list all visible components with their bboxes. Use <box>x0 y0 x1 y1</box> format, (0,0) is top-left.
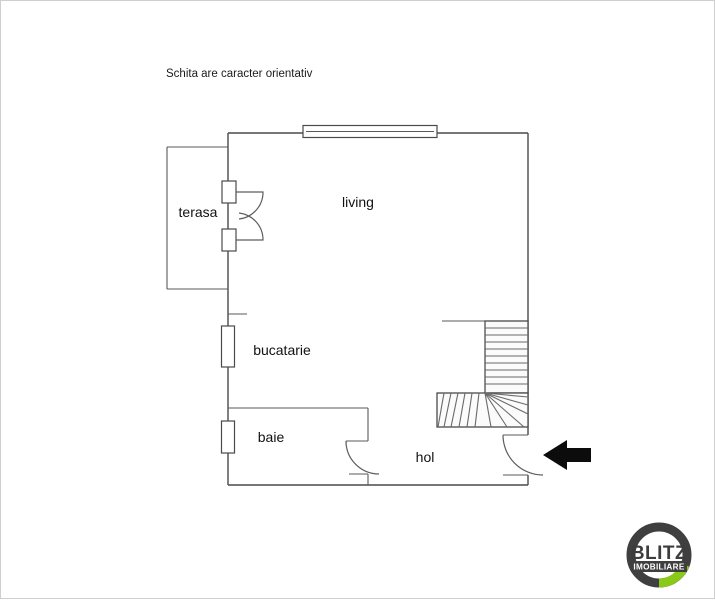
room-label-hol: hol <box>416 449 435 465</box>
entrance-door <box>502 434 544 476</box>
room-label-bucatarie: bucatarie <box>253 342 311 358</box>
logo-subtitle-bar <box>631 561 687 572</box>
plan-note: Schita are caracter orientativ <box>166 68 313 80</box>
room-label-living: living <box>342 194 374 210</box>
staircase <box>436 320 529 428</box>
bath-window <box>220 420 236 454</box>
entrance-arrow <box>543 440 591 470</box>
living-window <box>302 124 438 139</box>
logo-brand-text: BLITZ <box>631 543 687 564</box>
room-label-terasa: terasa <box>179 204 218 220</box>
logo-subtitle-text: IMOBILIARE <box>633 563 684 572</box>
bath-door <box>345 440 380 475</box>
terrace-double-door <box>221 180 264 252</box>
kitchen-window <box>220 325 236 368</box>
room-label-baie: baie <box>258 429 285 445</box>
blitz-imobiliare-logo: BLITZ IMOBILIARE <box>613 519 705 591</box>
